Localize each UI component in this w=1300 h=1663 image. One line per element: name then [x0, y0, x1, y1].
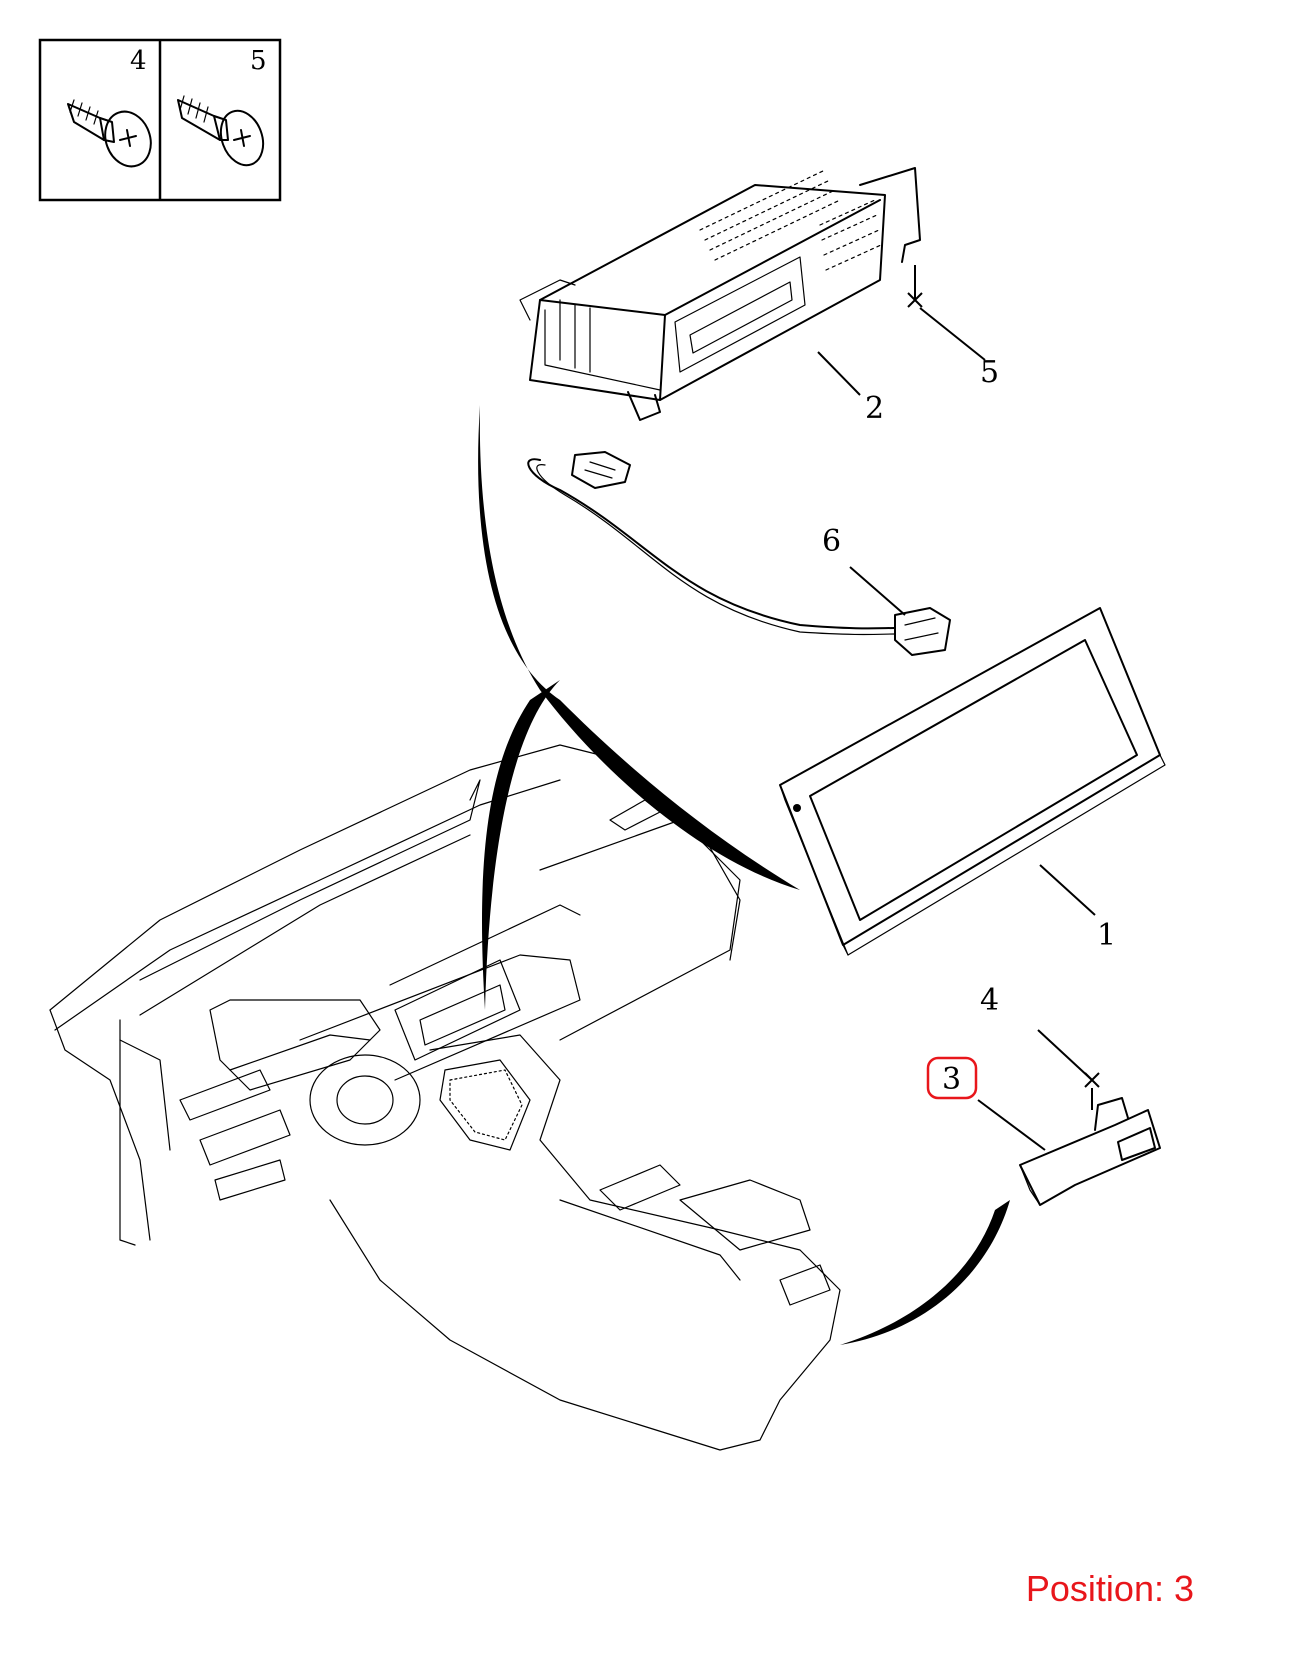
pointer-swoosh-module [840, 1200, 1010, 1345]
radio-head-unit [519, 167, 921, 421]
control-module [1019, 1097, 1161, 1206]
legend-number-5: 5 [250, 46, 267, 76]
dashboard-interior [49, 744, 841, 1451]
leader-lines [817, 265, 1100, 1151]
tapping-screw-icon [177, 95, 265, 167]
vent-grille [699, 169, 882, 271]
callout-1: 1 [1097, 918, 1116, 953]
cable-connector-end-a [571, 451, 631, 489]
display-screen [779, 607, 1166, 956]
center-console [329, 1034, 841, 1451]
legend-number-4: 4 [130, 46, 147, 76]
pointer-swoosh-radio [478, 405, 800, 1010]
callout-3: 3 [942, 1062, 961, 1097]
highlight-box [926, 1056, 978, 1100]
pan-head-screw-icon [67, 99, 152, 168]
callout-6: 6 [822, 524, 841, 559]
callout-5: 5 [980, 355, 999, 390]
connector-cable [527, 451, 951, 656]
cable-connector-end-b [894, 607, 951, 656]
fastener-legend-box: 4 5 [38, 38, 282, 202]
callout-2: 2 [865, 391, 884, 426]
position-label: Position: 3 [1025, 1568, 1194, 1609]
highlighted-callout-3: 3 [926, 1056, 978, 1100]
callout-4: 4 [980, 983, 999, 1018]
